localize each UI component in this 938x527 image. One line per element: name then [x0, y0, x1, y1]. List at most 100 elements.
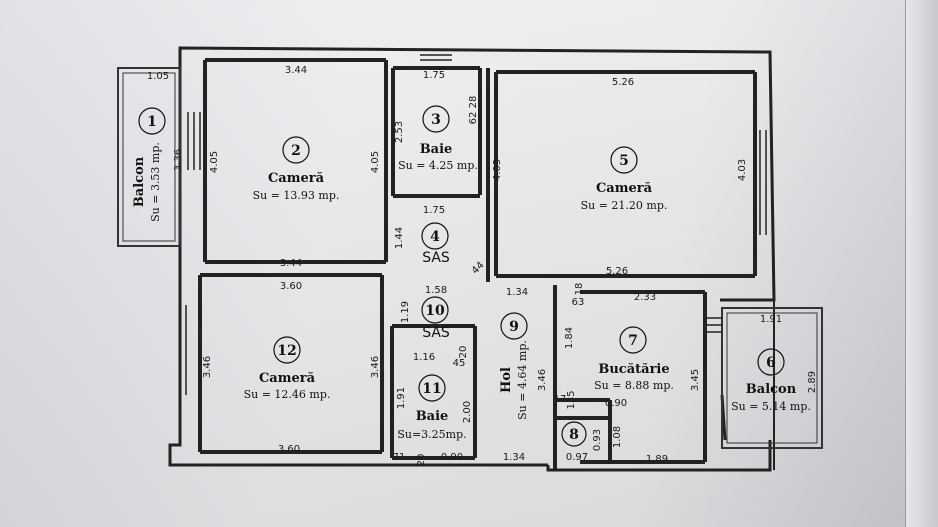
room-9-label-group: Hol Su = 4.64 mp.: [499, 340, 529, 420]
room-6-name: Balcon: [746, 382, 797, 397]
svg-text:4.05: 4.05: [209, 151, 220, 173]
svg-text:2: 2: [291, 143, 301, 159]
svg-text:0.97: 0.97: [566, 452, 588, 463]
room-1-area: Su = 3.53 mp.: [149, 142, 162, 222]
svg-text:3.44: 3.44: [285, 65, 307, 76]
vertical-dimensions: 3.36 4.05 4.05 2.53 62 28 4.03 4.03 1.44…: [173, 96, 818, 467]
svg-text:1.05: 1.05: [147, 71, 169, 82]
room-number-6: 6: [757, 348, 785, 376]
svg-text:10: 10: [425, 303, 445, 319]
svg-text:0.90: 0.90: [605, 398, 627, 409]
room-number-1: 1: [138, 107, 166, 135]
svg-text:1.34: 1.34: [506, 287, 528, 298]
svg-text:20: 20: [458, 346, 469, 359]
svg-text:8: 8: [569, 427, 579, 443]
svg-text:3.36: 3.36: [173, 149, 184, 171]
horizontal-dimensions: 1.05 3.44 1.75 5.26 1.75 3.44 5.26 3.60 …: [147, 65, 782, 465]
svg-text:3: 3: [431, 112, 441, 128]
svg-text:6: 6: [766, 355, 776, 371]
room-9-name: Hol: [499, 367, 514, 393]
svg-text:3.44: 3.44: [280, 258, 302, 269]
svg-text:1.34: 1.34: [503, 452, 525, 463]
svg-text:3.46: 3.46: [537, 369, 548, 391]
svg-text:0.93: 0.93: [592, 429, 603, 451]
svg-text:1.75: 1.75: [423, 205, 445, 216]
svg-text:1.58: 1.58: [425, 285, 447, 296]
room-2-name: Cameră: [268, 171, 325, 186]
room-12-area: Su = 12.46 mp.: [244, 388, 331, 401]
room-number-4: 4: [421, 222, 449, 250]
room-number-10: 10: [421, 296, 449, 324]
svg-text:1.19: 1.19: [400, 301, 411, 323]
room-number-9: 9: [500, 312, 528, 340]
svg-text:135: 135: [566, 390, 577, 409]
room-number-8: 8: [561, 421, 587, 447]
svg-text:1.84: 1.84: [564, 327, 575, 349]
balcon-left-outline: [117, 67, 181, 247]
balcon-right-outline: [721, 307, 823, 449]
room-5-name: Cameră: [596, 181, 653, 196]
svg-text:3.60: 3.60: [278, 444, 300, 455]
svg-text:3.60: 3.60: [280, 281, 302, 292]
room-7-name: Bucătărie: [598, 362, 669, 377]
room-3-name: Baie: [420, 142, 453, 157]
room-number-7: 7: [619, 326, 647, 354]
svg-text:12: 12: [277, 343, 296, 359]
svg-text:2.53: 2.53: [394, 121, 405, 143]
room-5-area: Su = 21.20 mp.: [581, 199, 668, 212]
room-1-name: Balcon: [132, 156, 147, 207]
svg-text:5.26: 5.26: [612, 77, 634, 88]
room-1-label-group: Balcon Su = 3.53 mp.: [132, 142, 162, 222]
room-3-area: Su = 4.25 mp.: [398, 159, 478, 172]
svg-text:1.44: 1.44: [394, 227, 405, 249]
svg-text:2.89: 2.89: [807, 371, 818, 393]
room-number-5: 5: [610, 146, 638, 174]
svg-text:11: 11: [422, 381, 441, 397]
svg-text:3.46: 3.46: [370, 356, 381, 378]
svg-text:1.89: 1.89: [646, 454, 668, 465]
svg-text:28: 28: [468, 96, 479, 109]
room-4-name: SAS: [422, 250, 450, 266]
room-6-area: Su = 5.14 mp.: [731, 400, 811, 413]
svg-text:0.90: 0.90: [441, 452, 463, 463]
svg-text:3.45: 3.45: [690, 369, 701, 391]
svg-text:71: 71: [393, 452, 406, 463]
room-number-12: 12: [273, 336, 301, 364]
svg-text:4: 4: [430, 229, 440, 245]
svg-text:1.16: 1.16: [413, 352, 435, 363]
room-9-area: Su = 4.64 mp.: [516, 340, 529, 420]
svg-text:1.91: 1.91: [760, 314, 782, 325]
interior-walls: [198, 58, 757, 470]
svg-text:20: 20: [416, 454, 427, 467]
svg-text:4.05: 4.05: [370, 151, 381, 173]
svg-text:1.91: 1.91: [396, 387, 407, 409]
svg-text:4.03: 4.03: [492, 159, 503, 181]
window-marks: [179, 54, 767, 395]
svg-text:18: 18: [574, 283, 585, 296]
room-10-name: SAS: [422, 325, 450, 341]
svg-text:17: 17: [554, 394, 567, 405]
svg-text:9: 9: [509, 319, 519, 335]
room-11-name: Baie: [416, 409, 449, 424]
svg-text:44: 44: [470, 260, 487, 277]
svg-text:1: 1: [147, 114, 157, 130]
svg-text:2.00: 2.00: [462, 401, 473, 423]
room-number-2: 2: [282, 136, 310, 164]
room-2-area: Su = 13.93 mp.: [253, 189, 340, 202]
svg-text:5.26: 5.26: [606, 266, 628, 277]
svg-text:3.46: 3.46: [202, 356, 213, 378]
room-7-area: Su = 8.88 mp.: [594, 379, 674, 392]
svg-text:62: 62: [468, 112, 479, 125]
svg-text:2.33: 2.33: [634, 292, 656, 303]
svg-text:1.75: 1.75: [423, 70, 445, 81]
svg-text:4.03: 4.03: [737, 159, 748, 181]
svg-text:1.08: 1.08: [612, 426, 623, 448]
room-number-11: 11: [418, 374, 446, 402]
room-11-area: Su=3.25mp.: [397, 428, 466, 441]
room-12-name: Cameră: [259, 371, 316, 386]
svg-text:63: 63: [572, 297, 585, 308]
binder-edge: [905, 0, 938, 527]
